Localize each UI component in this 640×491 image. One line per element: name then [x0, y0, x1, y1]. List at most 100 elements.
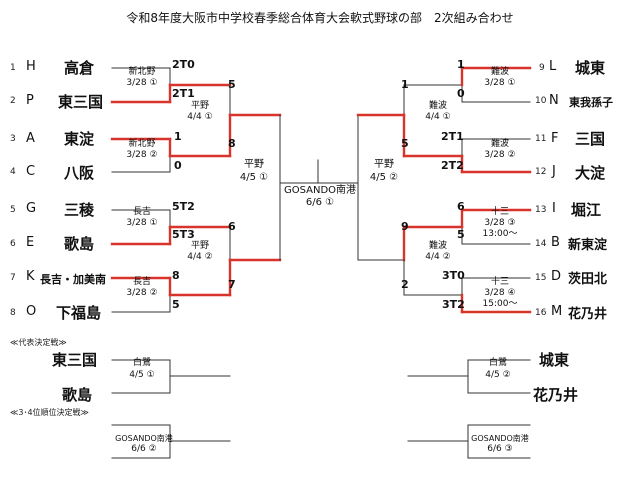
rep-left-bottom-team: 歌島 — [62, 386, 93, 404]
match-date: 3/28 ② — [126, 288, 158, 298]
match-date: 4/5 ② — [485, 370, 511, 380]
team-seed: N — [549, 93, 559, 108]
match-score: 1 — [174, 130, 182, 143]
match-date: 3/28 ② — [484, 150, 516, 160]
team-name: 八阪 — [64, 164, 95, 182]
team-name: 堀江 — [571, 201, 602, 219]
team-seed: L — [549, 59, 557, 74]
team-name: 茨田北 — [568, 272, 608, 287]
match-score: 8 — [228, 137, 236, 150]
team-seed: G — [26, 201, 37, 216]
match-score: 5 — [401, 137, 409, 150]
match-score: 2T1 — [172, 87, 195, 100]
match-date: 4/5 ② — [369, 172, 399, 183]
match-score: 3T2 — [442, 298, 465, 311]
team-seed: H — [26, 59, 36, 74]
match-date: 3/28 ③ — [484, 218, 516, 228]
team-name: 城東 — [575, 59, 606, 77]
page-title: 令和8年度大阪市中学校春季総合体育大会軟式野球の部 2次組み合わせ — [126, 11, 514, 25]
team-number: 13 — [535, 205, 547, 215]
match-venue: 新北野 — [128, 139, 156, 149]
team-name: 大淀 — [575, 164, 606, 182]
team-name: 高倉 — [64, 59, 95, 77]
match-date: 4/5 ① — [129, 370, 155, 380]
match-venue: 平野 — [190, 241, 209, 251]
team-number: 16 — [535, 308, 547, 318]
match-date: 4/4 ② — [425, 252, 451, 262]
match-score: 9 — [401, 220, 409, 233]
team-seed: A — [26, 131, 35, 146]
team-seed: O — [26, 304, 37, 319]
match-score: 2T2 — [441, 159, 464, 172]
match-venue: GOSANDO南港 — [471, 434, 529, 443]
match-venue: 長吉 — [132, 277, 151, 287]
team-number: 4 — [10, 167, 16, 177]
team-name: 長吉・加美南 — [40, 273, 106, 286]
match-date: 4/4 ① — [187, 112, 213, 122]
match-score: 6 — [457, 200, 465, 213]
team-seed: P — [26, 93, 34, 108]
match-venue: 平野 — [374, 159, 394, 170]
rep-right-bottom-team: 花乃井 — [533, 386, 579, 404]
match-date: 4/4 ② — [187, 252, 213, 262]
match-venue: 難波 — [490, 67, 509, 77]
match-date: 3/28 ④ — [484, 288, 516, 298]
match-date: 6/6 ③ — [487, 444, 513, 454]
match-venue: 十三 — [490, 277, 509, 287]
match-score: 7 — [228, 278, 236, 291]
match-score: 5T2 — [172, 200, 195, 213]
match-date: 3/28 ① — [126, 78, 158, 88]
team-number: 3 — [10, 134, 16, 144]
rep-left-top-team: 東三国 — [52, 351, 98, 369]
team-seed: C — [26, 164, 36, 179]
team-number: 14 — [535, 239, 547, 249]
team-seed: F — [551, 131, 559, 146]
match-score: 1 — [457, 58, 465, 71]
final-date: 6/6 ① — [305, 197, 335, 208]
section-label-third-place: ≪3･4位順位決定戦≫ — [10, 408, 89, 417]
match-date: 3/28 ② — [126, 150, 158, 160]
team-number: 2 — [10, 96, 16, 106]
team-name: 花乃井 — [568, 307, 608, 322]
team-number: 11 — [535, 134, 547, 144]
match-venue: 難波 — [428, 101, 447, 111]
match-score: 2T0 — [172, 58, 195, 71]
match-time: 13:00～ — [482, 229, 518, 239]
match-venue: 平野 — [244, 159, 264, 170]
match-score: 0 — [457, 87, 465, 100]
match-score: 6 — [228, 220, 236, 233]
team-seed: I — [552, 201, 556, 216]
team-name: 下福島 — [56, 304, 102, 322]
match-date: 3/28 ① — [126, 218, 158, 228]
match-score: 3T0 — [442, 269, 465, 282]
match-score: 0 — [174, 159, 182, 172]
match-date: 4/4 ① — [425, 112, 451, 122]
match-date: 4/5 ① — [239, 172, 269, 183]
match-score: 5 — [228, 78, 236, 91]
match-date: 6/6 ② — [131, 444, 157, 454]
team-seed: E — [26, 235, 35, 250]
team-name: 歌島 — [64, 235, 95, 253]
team-number: 6 — [10, 239, 16, 249]
team-seed: K — [26, 269, 35, 284]
match-date: 3/28 ① — [484, 78, 516, 88]
team-number: 10 — [535, 96, 547, 106]
match-venue: 難波 — [428, 241, 447, 251]
match-venue: 長吉 — [132, 207, 151, 217]
team-seed: D — [551, 269, 562, 284]
team-number: 5 — [10, 205, 16, 215]
team-name: 三国 — [575, 130, 606, 148]
match-score: 1 — [401, 78, 409, 91]
team-number: 7 — [10, 273, 16, 283]
team-number: 15 — [535, 273, 547, 283]
match-venue: 新北野 — [128, 67, 156, 77]
team-name: 東淀 — [64, 130, 95, 148]
team-name: 東我孫子 — [569, 96, 613, 109]
rep-right-top-team: 城東 — [539, 351, 570, 369]
team-name: 東三国 — [58, 93, 104, 111]
match-venue: 白鷺 — [488, 358, 507, 368]
team-number: 12 — [535, 167, 547, 177]
match-score: 8 — [172, 269, 180, 282]
match-venue: 難波 — [490, 139, 509, 149]
